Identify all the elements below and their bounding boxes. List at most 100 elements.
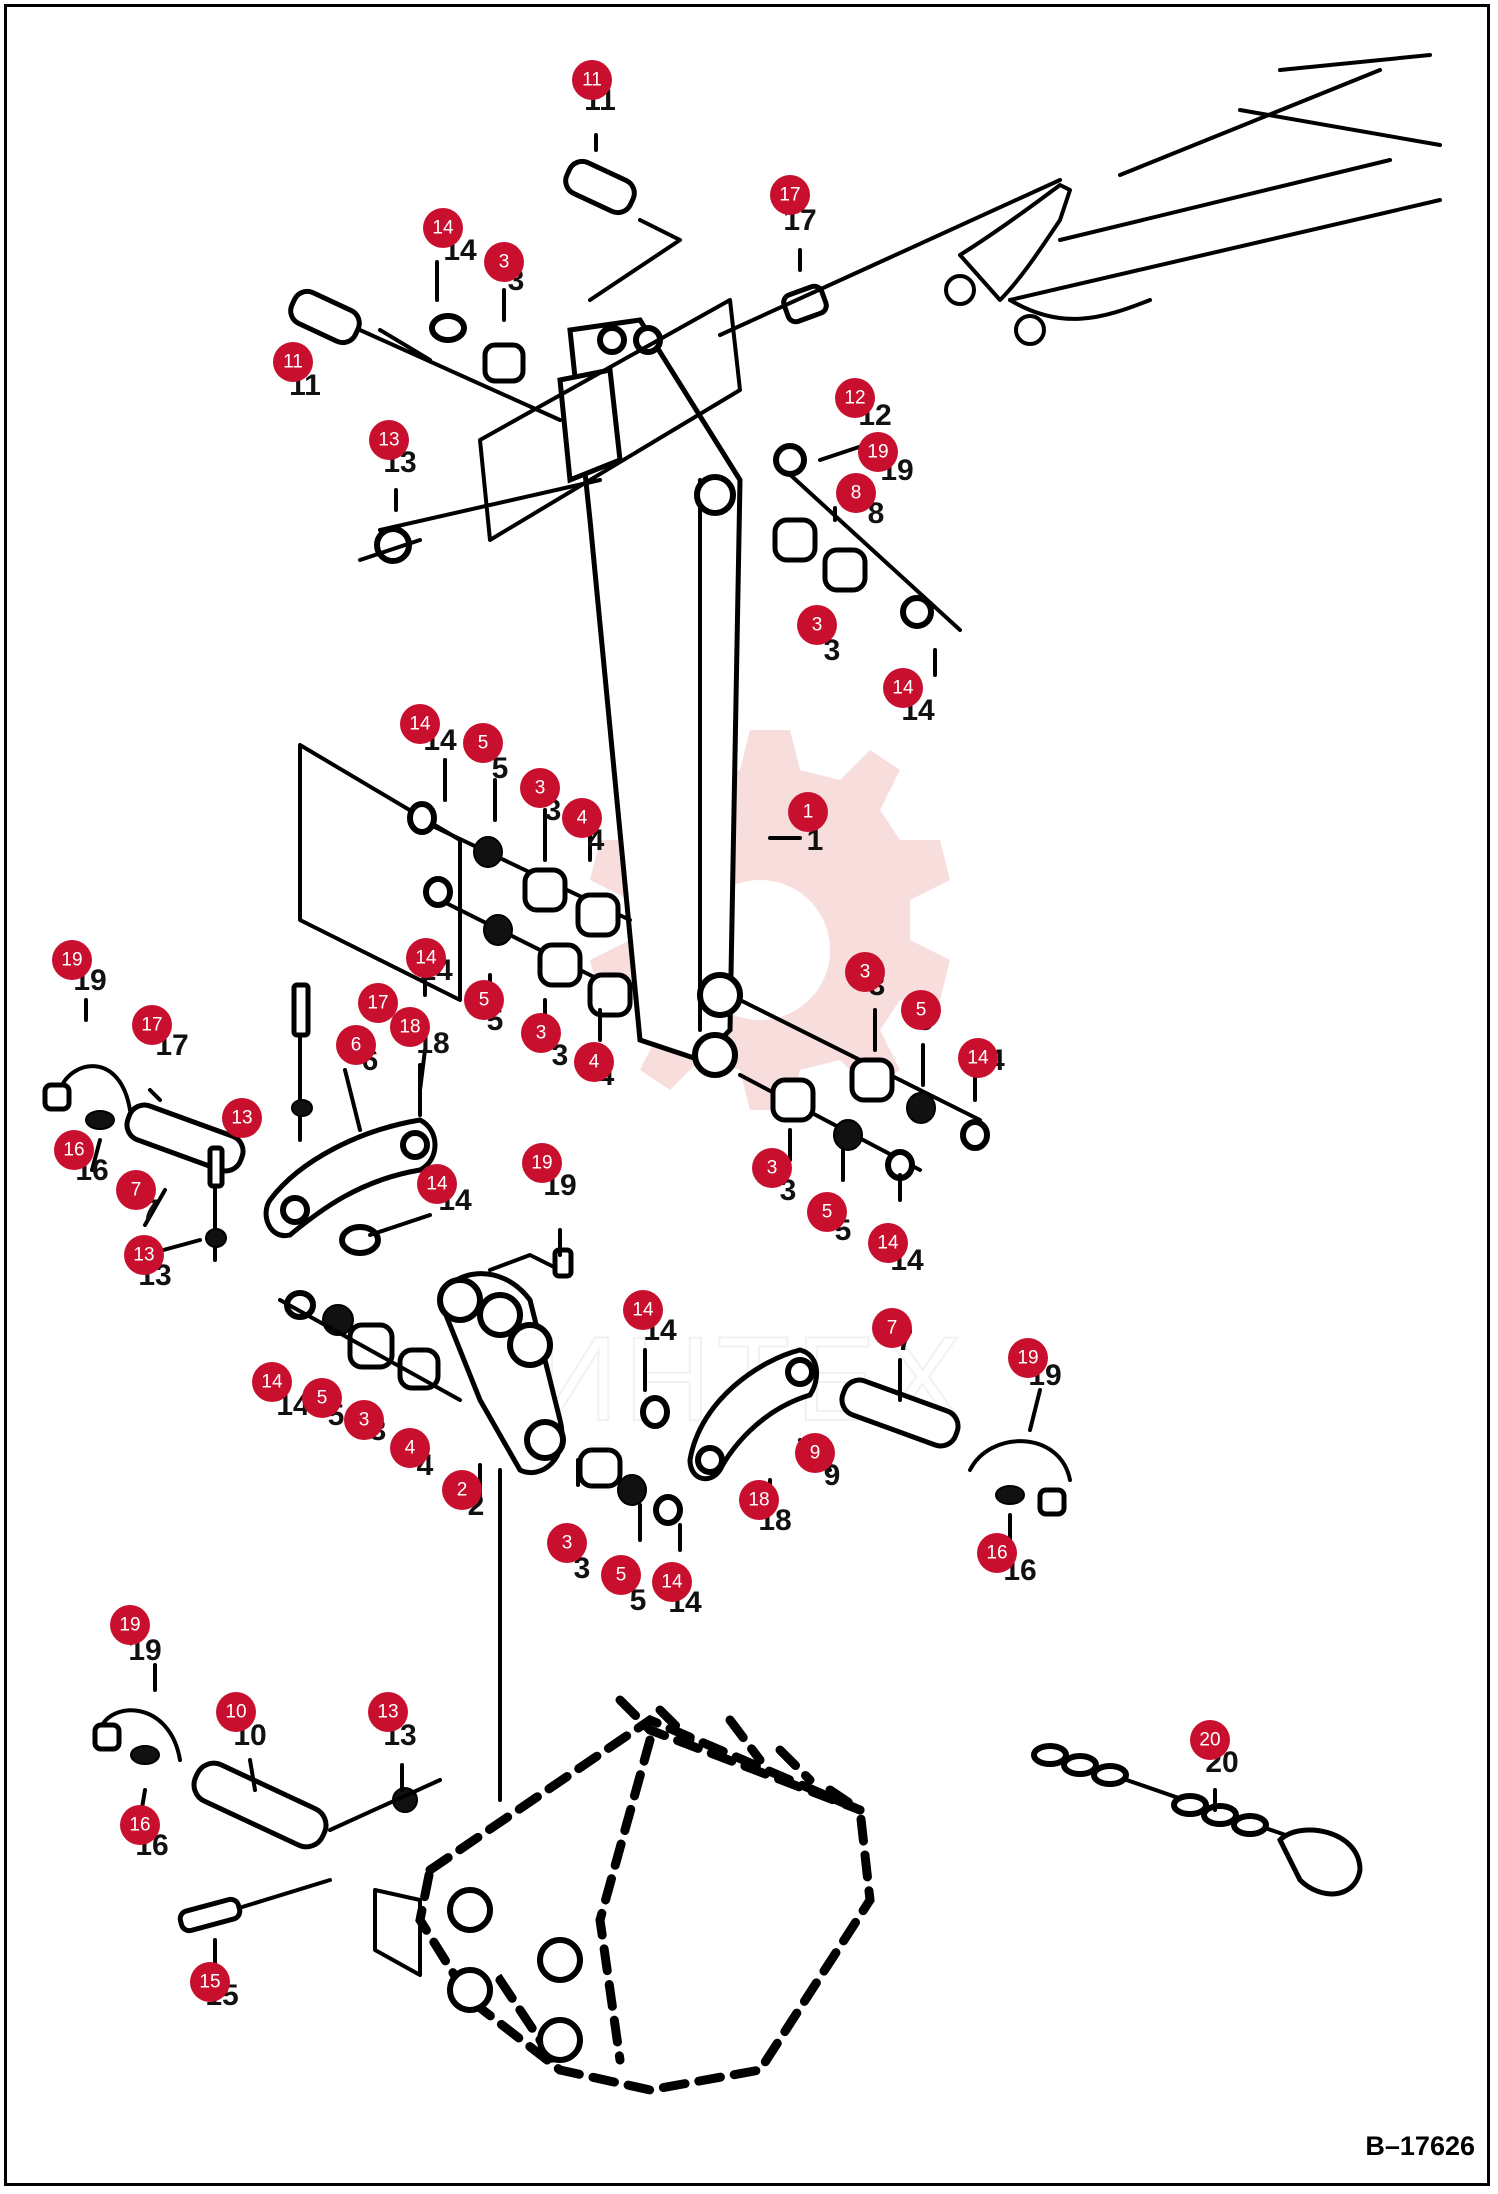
callout-3-mid-right: 3 <box>845 952 885 992</box>
callout-17-mid: 17 <box>358 983 398 1023</box>
callout-14-top: 14 <box>423 208 463 248</box>
svg-text:3: 3 <box>562 1533 573 1554</box>
callout-20: 20 <box>1190 1720 1230 1760</box>
callout-4-mid-lower: 4 <box>574 1042 614 1082</box>
label-5-mid: 5 <box>492 752 509 785</box>
callout-16-left: 16 <box>54 1130 94 1170</box>
svg-text:13: 13 <box>377 1702 398 1723</box>
callout-13-bottom: 13 <box>368 1692 408 1732</box>
svg-text:14: 14 <box>967 1048 989 1069</box>
callout-5-lower-left: 5 <box>302 1378 342 1418</box>
svg-text:19: 19 <box>1017 1348 1038 1369</box>
svg-text:19: 19 <box>531 1153 552 1174</box>
svg-text:11: 11 <box>582 70 602 91</box>
label-3-right: 3 <box>824 634 841 667</box>
svg-text:16: 16 <box>129 1815 150 1836</box>
svg-text:1: 1 <box>803 802 814 823</box>
svg-text:14: 14 <box>261 1372 283 1393</box>
svg-text:9: 9 <box>810 1443 821 1464</box>
callout-3-bottom: 3 <box>547 1523 587 1563</box>
callout-6: 6 <box>336 1025 376 1065</box>
callout-3-lower-left: 3 <box>344 1400 384 1440</box>
callout-14-mid-right: 14 <box>958 1038 998 1078</box>
svg-text:14: 14 <box>632 1300 654 1321</box>
svg-text:3: 3 <box>359 1410 370 1431</box>
svg-text:18: 18 <box>748 1490 769 1511</box>
svg-text:14: 14 <box>661 1572 683 1593</box>
bucket <box>415 1695 875 2095</box>
svg-text:3: 3 <box>812 615 823 636</box>
svg-text:14: 14 <box>877 1233 899 1254</box>
callout-19-right: 19 <box>1008 1338 1048 1378</box>
top-hardware <box>288 158 1062 632</box>
callout-3-mid-lower: 3 <box>521 1013 561 1053</box>
callout-13-top: 13 <box>369 420 409 460</box>
callout-11-left: 11 <box>273 342 313 382</box>
svg-text:5: 5 <box>478 733 489 754</box>
svg-text:17: 17 <box>367 993 388 1014</box>
svg-text:13: 13 <box>231 1108 252 1129</box>
svg-text:3: 3 <box>860 962 871 983</box>
leader-lines <box>84 133 1217 1972</box>
callout-15: 15 <box>190 1962 230 2002</box>
callout-3-lower-right: 3 <box>752 1148 792 1188</box>
callout-14-lower-right: 14 <box>868 1223 908 1263</box>
svg-text:16: 16 <box>63 1140 84 1161</box>
svg-text:13: 13 <box>378 430 399 451</box>
svg-text:15: 15 <box>199 1972 220 1993</box>
callout-14-link: 14 <box>417 1164 457 1204</box>
callout-13-mid-left: 13 <box>222 1098 262 1138</box>
svg-text:12: 12 <box>844 388 865 409</box>
svg-text:6: 6 <box>351 1035 362 1056</box>
svg-text:19: 19 <box>61 950 82 971</box>
bucket-pin-assembly <box>92 1708 442 1934</box>
svg-text:5: 5 <box>479 990 490 1011</box>
svg-text:13: 13 <box>133 1245 154 1266</box>
label-1: 1 <box>807 824 824 857</box>
label-8: 8 <box>868 497 885 530</box>
svg-text:19: 19 <box>119 1615 140 1636</box>
svg-text:4: 4 <box>405 1438 416 1459</box>
callout-3-mid: 3 <box>520 768 560 808</box>
svg-text:18: 18 <box>399 1017 420 1038</box>
svg-text:5: 5 <box>616 1565 627 1586</box>
callout-5-bottom: 5 <box>601 1555 641 1595</box>
callout-18-right: 18 <box>739 1480 779 1520</box>
label-3-bottom: 3 <box>574 1552 591 1585</box>
svg-text:3: 3 <box>535 778 546 799</box>
callout-12: 12 <box>835 378 875 418</box>
dipper-link <box>557 317 743 1078</box>
callout-8: 8 <box>836 473 876 513</box>
svg-text:14: 14 <box>892 678 914 699</box>
reference-number: B–17626 <box>1365 2131 1475 2161</box>
svg-text:5: 5 <box>317 1388 328 1409</box>
callout-18-left: 18 <box>390 1007 430 1047</box>
svg-text:14: 14 <box>409 714 431 735</box>
svg-text:2: 2 <box>457 1480 468 1501</box>
callout-9: 9 <box>795 1433 835 1473</box>
middle-hardware <box>407 801 990 1181</box>
callout-14-center: 14 <box>623 1290 663 1330</box>
svg-text:5: 5 <box>822 1202 833 1223</box>
bucket-link-casting <box>278 1247 683 1802</box>
svg-text:3: 3 <box>499 252 510 273</box>
callout-3-right: 3 <box>797 605 837 645</box>
svg-text:11: 11 <box>283 352 303 373</box>
callout-7-right: 7 <box>872 1308 912 1348</box>
svg-text:7: 7 <box>131 1180 142 1201</box>
callout-5-lower-right: 5 <box>807 1192 847 1232</box>
svg-text:14: 14 <box>432 218 454 239</box>
callout-17-left: 17 <box>132 1005 172 1045</box>
callout-14-bottom: 14 <box>652 1562 692 1602</box>
svg-text:10: 10 <box>225 1702 246 1723</box>
svg-text:3: 3 <box>536 1023 547 1044</box>
callout-4-lower-left: 4 <box>390 1428 430 1468</box>
svg-text:14: 14 <box>415 948 437 969</box>
callout-14-lower-left: 14 <box>252 1362 292 1402</box>
callout-5-mid-right: 5 <box>901 990 941 1030</box>
svg-text:4: 4 <box>577 808 588 829</box>
svg-text:14: 14 <box>426 1174 448 1195</box>
callout-13-left: 13 <box>124 1235 164 1275</box>
callout-19-left: 19 <box>52 940 92 980</box>
